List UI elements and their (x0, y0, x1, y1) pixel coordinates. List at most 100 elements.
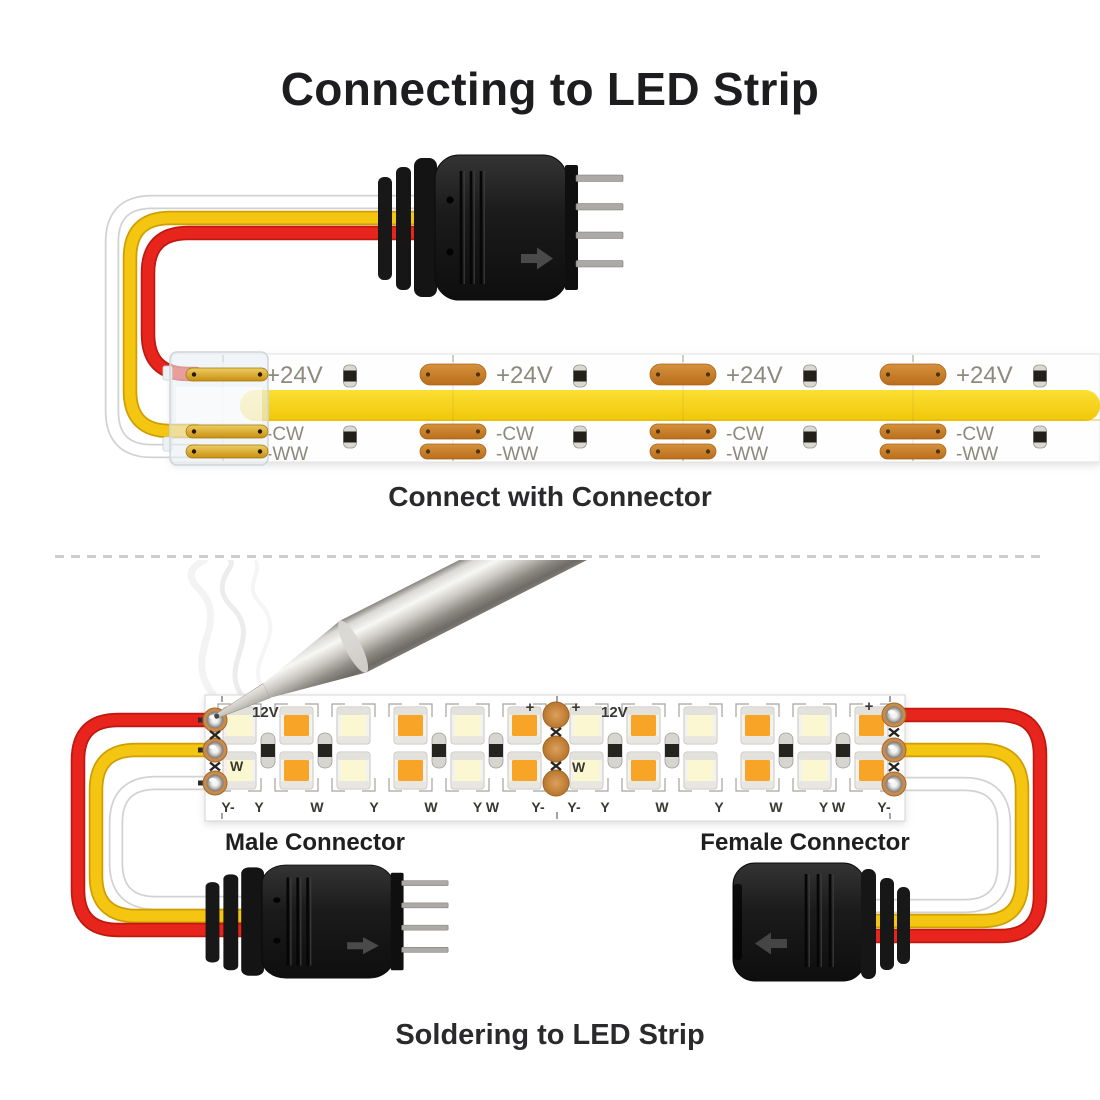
wire (856, 778, 1010, 912)
solder-pad (879, 423, 947, 440)
led-emitter (688, 715, 713, 736)
led-emitter (574, 715, 599, 736)
via-mark (888, 727, 900, 738)
connector-pin (401, 924, 449, 931)
strip-top-label: 12V (601, 704, 628, 721)
pad-label-positive: +24V (956, 362, 1013, 389)
socket-opening (733, 884, 742, 960)
solder-smoke (187, 560, 273, 705)
connector-pin (575, 203, 624, 211)
silkscreen-bracket (445, 703, 490, 792)
iron-collar (338, 620, 369, 673)
solder-pad (879, 443, 947, 460)
pad-label-ww: -WW (956, 444, 998, 465)
pad-label-positive: +24V (496, 362, 553, 389)
strip2-solder-pads (198, 701, 907, 797)
silkscreen-bracket (274, 703, 319, 792)
connector-pin (575, 174, 624, 182)
channel-label: W (769, 799, 783, 815)
led-emitter (802, 760, 827, 781)
strain-relief-rib (378, 177, 392, 280)
channel-label: Y (369, 799, 379, 815)
strip-top-label: + (572, 699, 581, 716)
silkscreen-bracket (735, 703, 780, 792)
led-emitter (745, 760, 770, 781)
pad-label-ww: -WW (266, 444, 308, 465)
led-emitter (631, 715, 656, 736)
pad-label-cw: -CW (956, 424, 994, 445)
pad-label-ww: -WW (496, 444, 538, 465)
led-emitter (284, 715, 309, 736)
connector-pin (401, 902, 449, 909)
solder-pad (419, 363, 487, 386)
wire (110, 777, 274, 909)
pad-label-cw: -CW (496, 424, 534, 445)
solder-pad (419, 423, 487, 440)
channel-label: Y (600, 799, 610, 815)
wire (856, 744, 1028, 927)
solder-joint (206, 741, 224, 759)
caption-soldering-to-led-strip: Soldering to LED Strip (395, 1019, 705, 1051)
led-emitter (227, 760, 252, 781)
strain-relief-rib (897, 887, 910, 964)
iron-cone (263, 620, 367, 698)
led-emitter (398, 715, 423, 736)
channel-label: Y W (473, 799, 500, 815)
wire (124, 212, 451, 437)
cut-point-pad (542, 769, 570, 797)
pad-label-positive: +24V (726, 362, 783, 389)
cob-phosphor-band (240, 390, 1100, 421)
led-emitter (859, 760, 884, 781)
strain-relief-rib (880, 878, 894, 970)
led-emitter (512, 715, 537, 736)
silkscreen-bracket (792, 703, 837, 792)
led-emitter (859, 715, 884, 736)
connector-pin (575, 260, 624, 268)
via-mark (888, 762, 900, 772)
channel-label: Y W (819, 799, 846, 815)
strip-clip-connector (162, 351, 269, 466)
solder-joint (885, 706, 903, 724)
led-emitter (688, 760, 713, 781)
led-emitter (802, 715, 827, 736)
cut-point-pad (542, 735, 570, 763)
strain-relief-rib (241, 867, 264, 976)
strain-relief-rib (205, 882, 220, 963)
strain-relief-rib (861, 869, 876, 979)
clip-gold-pins (185, 367, 269, 459)
led-emitter (574, 760, 599, 781)
via-mark (209, 730, 221, 740)
strain-relief-rib (414, 158, 437, 297)
led-emitter (745, 715, 770, 736)
channel-label: Y- (877, 799, 891, 815)
channel-label: W (310, 799, 324, 815)
led-emitter (341, 715, 366, 736)
connector-method-diagram: +24V-CW-WW+24V-CW-WW+24V-CW-WW+24V-CW-WW (104, 154, 1100, 466)
male-connector-bottom (205, 864, 449, 979)
caption-connect-with-connector: Connect with Connector (388, 481, 712, 512)
pad-label-ww: -WW (726, 444, 768, 465)
connector-pin (575, 231, 624, 239)
cut-point-pad (542, 701, 570, 729)
soldering-iron (213, 560, 750, 720)
led-emitter (227, 715, 252, 736)
silkscreen-bracket (331, 703, 376, 792)
strip-top-label: + (865, 698, 874, 715)
channel-label: Y- (221, 799, 235, 815)
wires-to-connector (104, 194, 453, 459)
led-emitter (455, 715, 480, 736)
wires-to-male-connector (70, 712, 276, 938)
channel-label: W (230, 758, 244, 774)
strip-top-label: + (526, 699, 535, 716)
channel-label: W (572, 759, 586, 775)
wire (856, 709, 1046, 942)
channel-label: Y- (567, 799, 581, 815)
page-title: Connecting to LED Strip (280, 63, 820, 115)
via-mark (550, 727, 562, 737)
led-emitter (455, 760, 480, 781)
via-mark (209, 761, 221, 772)
connector-body (732, 862, 866, 982)
channel-label: W (655, 799, 669, 815)
